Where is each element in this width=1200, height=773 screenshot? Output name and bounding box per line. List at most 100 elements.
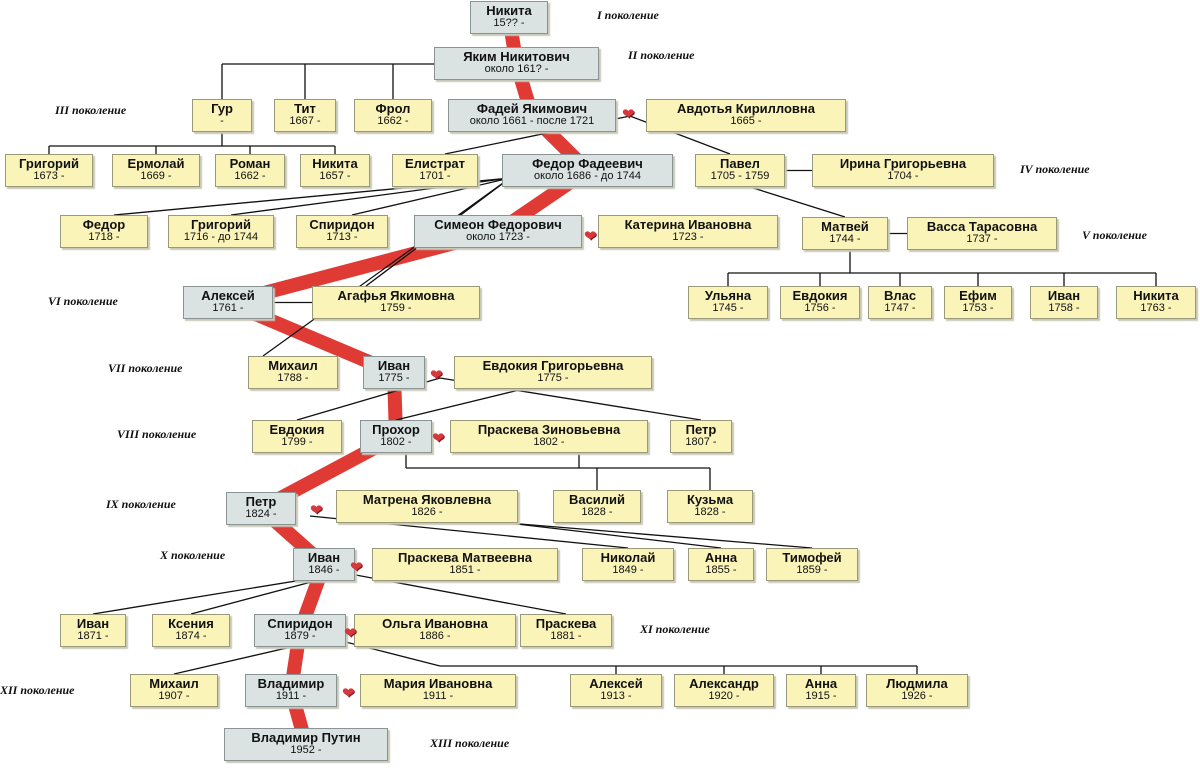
person-dates: 1705 - 1759 xyxy=(710,169,770,182)
generation-label-vii: VII поколение xyxy=(108,361,183,375)
heart-icon: ❤ xyxy=(432,430,445,447)
person-dates: около 1686 - до 1744 xyxy=(534,169,641,182)
person-name: Васса Тарасовна xyxy=(926,219,1038,234)
person-name: Никита xyxy=(486,3,532,18)
relation-line xyxy=(395,388,524,421)
person-name: Иван xyxy=(76,616,110,631)
person-dates: 1907 - xyxy=(158,689,190,702)
person-dates: 1665 - xyxy=(730,114,762,127)
person-dates: 1828 - xyxy=(694,505,726,518)
person-name: Петр xyxy=(245,494,277,509)
generation-label-x: X поколение xyxy=(160,548,226,562)
person-name: Агафья Якимовна xyxy=(337,288,455,303)
person-dates: 1851 - xyxy=(449,563,481,576)
person-name: Мария Ивановна xyxy=(383,676,493,691)
person-name: Григорий xyxy=(19,156,79,171)
person-dates: 1737 - xyxy=(966,232,998,245)
person-name: Ефим xyxy=(959,288,997,303)
person-name: Матвей xyxy=(821,219,869,234)
person-name: Евдокия Григорьевна xyxy=(482,358,624,373)
person-dates: 1846 - xyxy=(308,563,340,576)
person-dates: 1713 - xyxy=(326,230,358,243)
person-dates: 1788 - xyxy=(277,371,309,384)
person-name: Матрена Яковлевна xyxy=(362,492,492,507)
relation-line xyxy=(507,522,722,549)
person-dates: 1874 - xyxy=(175,629,207,642)
person-dates: 1744 - xyxy=(829,232,861,245)
person-dates: 1802 - xyxy=(533,435,565,448)
person-name: Людмила xyxy=(886,676,948,691)
generation-label-v: V поколение xyxy=(1082,228,1147,242)
person-dates: около 1661 - после 1721 xyxy=(469,114,595,127)
person-name: Елистрат xyxy=(404,156,466,171)
person-dates: 15?? - xyxy=(493,16,525,29)
person-dates: около 161? - xyxy=(484,62,549,75)
person-dates: 1799 - xyxy=(281,435,313,448)
person-name: Иван xyxy=(377,358,411,373)
person-dates: 1913 - xyxy=(600,689,632,702)
person-dates: 1911 - xyxy=(275,689,307,702)
relation-line xyxy=(329,637,441,667)
person-dates: 1758 - xyxy=(1048,301,1080,314)
person-name: Симеон Федорович xyxy=(434,217,562,232)
heart-icon: ❤ xyxy=(342,685,355,702)
person-name: Василий xyxy=(568,492,626,507)
relation-line xyxy=(507,522,813,549)
person-name: Фрол xyxy=(375,101,411,116)
person-dates: 1826 - xyxy=(411,505,443,518)
person-dates: 1761 - xyxy=(212,301,244,314)
generation-label-xii: XII поколение xyxy=(0,683,75,697)
person-name: Никита xyxy=(312,156,358,171)
person-name: Николай xyxy=(600,550,656,565)
person-name: Праскева Матвеевна xyxy=(397,550,533,565)
person-dates: 1775 - xyxy=(537,371,569,384)
generation-label-viii: VIII поколение xyxy=(117,427,197,441)
generation-label-vi: VI поколение xyxy=(48,294,118,308)
generation-label-ii: II поколение xyxy=(628,48,695,62)
person-dates: 1775 - xyxy=(378,371,410,384)
person-name: Алексей xyxy=(589,676,643,691)
person-name: Роман xyxy=(229,156,271,171)
person-name: Ульяна xyxy=(704,288,752,303)
heart-icon: ❤ xyxy=(622,106,635,123)
person-name: Тит xyxy=(294,101,316,116)
generation-label-xiii: XIII поколение xyxy=(430,736,510,750)
person-dates: 1662 - xyxy=(234,169,266,182)
heart-icon: ❤ xyxy=(584,228,597,245)
person-dates: - xyxy=(220,114,224,127)
heart-icon: ❤ xyxy=(344,625,357,642)
person-name: Праскева xyxy=(535,616,597,631)
